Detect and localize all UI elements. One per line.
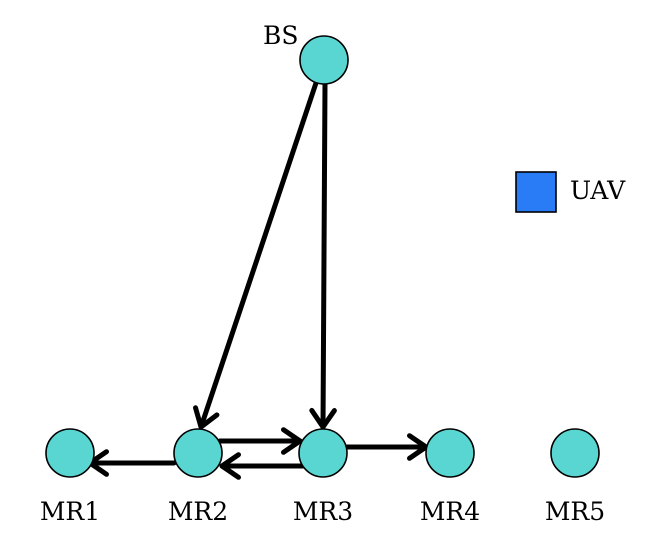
node-mr2: MR2 bbox=[168, 428, 228, 526]
edge-mr2-to-mr1 bbox=[87, 449, 177, 477]
legend-uav-label: UAV bbox=[570, 176, 626, 205]
legend-uav-swatch bbox=[515, 171, 557, 213]
node-mr1: MR1 bbox=[40, 428, 100, 526]
node-bs: BS bbox=[263, 21, 349, 85]
node-mr2-circle bbox=[173, 428, 223, 478]
edge-bs-to-mr3 bbox=[309, 81, 337, 430]
node-mr4: MR4 bbox=[420, 428, 480, 526]
nodes-layer: BS MR1 MR2 MR3 MR4 MR5 bbox=[40, 21, 605, 526]
edges-layer bbox=[87, 77, 429, 480]
edge-mr2-to-mr3 bbox=[217, 427, 303, 455]
node-mr3-label: MR3 bbox=[293, 497, 353, 526]
node-mr5-circle bbox=[550, 428, 600, 478]
node-mr4-circle bbox=[425, 428, 475, 478]
node-mr5-label: MR5 bbox=[545, 497, 605, 526]
node-bs-circle bbox=[299, 35, 349, 85]
node-mr2-label: MR2 bbox=[168, 497, 228, 526]
edge-line bbox=[320, 81, 328, 430]
node-bs-label: BS bbox=[263, 21, 299, 50]
arrow-head bbox=[280, 427, 303, 455]
legend: UAV bbox=[515, 171, 626, 213]
arrow-head bbox=[309, 407, 337, 430]
arrow-head bbox=[219, 452, 242, 480]
node-mr5: MR5 bbox=[545, 428, 605, 526]
node-mr1-label: MR1 bbox=[40, 497, 100, 526]
node-mr1-circle bbox=[45, 428, 95, 478]
edge-mr3-to-mr4 bbox=[344, 433, 429, 461]
edge-bs-to-mr2 bbox=[193, 77, 320, 430]
edge-line bbox=[198, 77, 320, 430]
node-mr3-circle bbox=[298, 428, 348, 478]
node-mr3: MR3 bbox=[293, 428, 353, 526]
arrow-head bbox=[193, 405, 220, 430]
node-mr4-label: MR4 bbox=[420, 497, 480, 526]
edge-mr3-to-mr2 bbox=[219, 452, 308, 480]
